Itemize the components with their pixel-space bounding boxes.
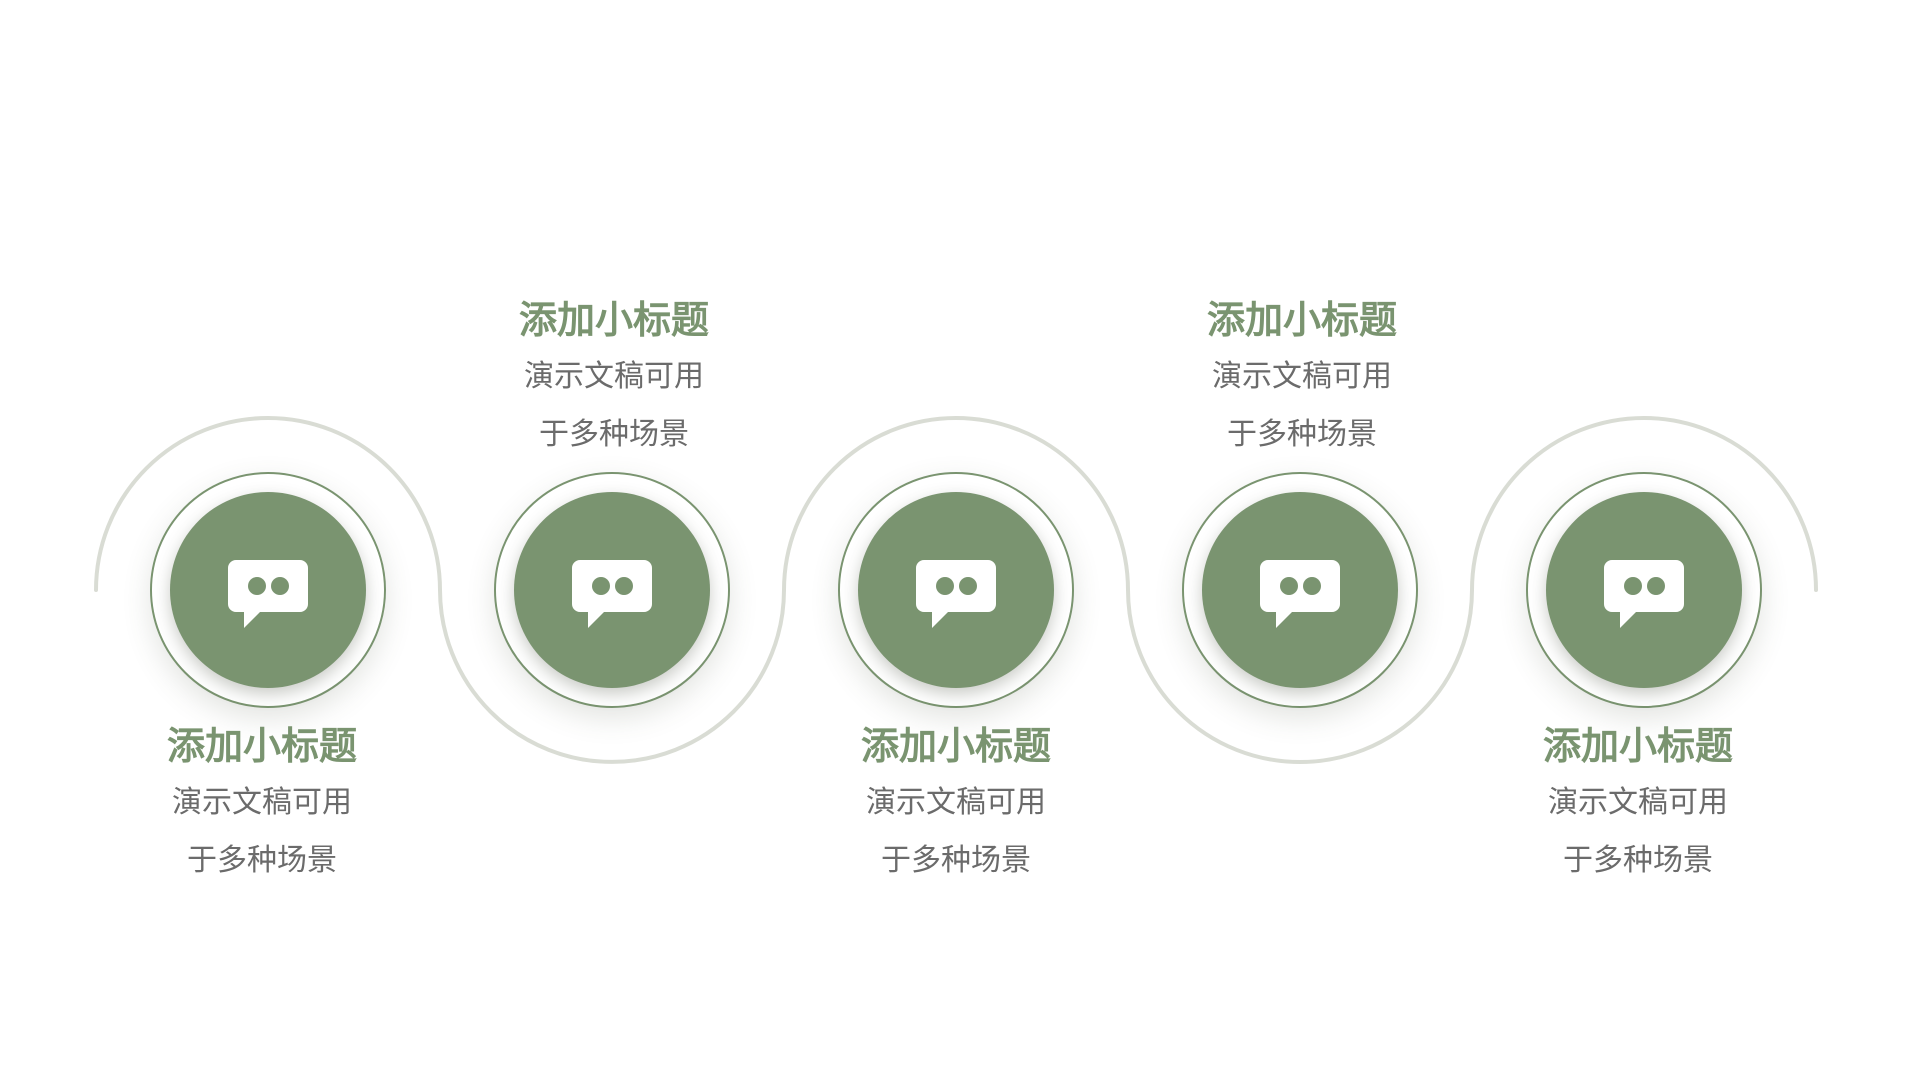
- chat-bubble-icon: [1604, 560, 1684, 628]
- step-3-desc-line1: 演示文稿可用: [866, 785, 1046, 820]
- step-1-desc-line2: 于多种场景: [187, 843, 337, 878]
- step-1-desc-line1: 演示文稿可用: [172, 785, 352, 820]
- arc-bottom-4: [1126, 588, 1474, 764]
- step-3-desc-line2: 于多种场景: [881, 843, 1031, 878]
- step-3-title: 添加小标题: [860, 724, 1051, 768]
- chat-bubble-icon: [572, 560, 652, 628]
- step-2-desc-line2: 于多种场景: [539, 417, 689, 452]
- step-2-caption: 添加小标题 演示文稿可用 于多种场景: [464, 296, 764, 464]
- arc-top-3: [782, 416, 1130, 592]
- step-1-caption: 添加小标题 演示文稿可用 于多种场景: [112, 722, 412, 890]
- step-5-caption: 添加小标题 演示文稿可用 于多种场景: [1488, 722, 1788, 890]
- step-5-desc-line2: 于多种场景: [1563, 843, 1713, 878]
- step-2-node: [494, 472, 730, 708]
- step-3-node: [838, 472, 1074, 708]
- arc-bottom-2: [438, 588, 786, 764]
- step-5-desc-line1: 演示文稿可用: [1548, 785, 1728, 820]
- step-2-title: 添加小标题: [518, 298, 709, 342]
- step-4-caption: 添加小标题 演示文稿可用 于多种场景: [1152, 296, 1452, 464]
- arc-top-5: [1470, 416, 1818, 592]
- step-4-desc-line1: 演示文稿可用: [1212, 359, 1392, 394]
- chat-bubble-icon: [916, 560, 996, 628]
- step-4-node: [1182, 472, 1418, 708]
- step-1-title: 添加小标题: [166, 724, 357, 768]
- chat-bubble-icon: [1260, 560, 1340, 628]
- step-2-desc-line1: 演示文稿可用: [524, 359, 704, 394]
- arc-top-1: [94, 416, 442, 592]
- step-5-node: [1526, 472, 1762, 708]
- step-4-title: 添加小标题: [1206, 298, 1397, 342]
- step-5-title: 添加小标题: [1542, 724, 1733, 768]
- step-3-caption: 添加小标题 演示文稿可用 于多种场景: [806, 722, 1106, 890]
- step-4-desc-line2: 于多种场景: [1227, 417, 1377, 452]
- step-1-node: [150, 472, 386, 708]
- chat-bubble-icon: [228, 560, 308, 628]
